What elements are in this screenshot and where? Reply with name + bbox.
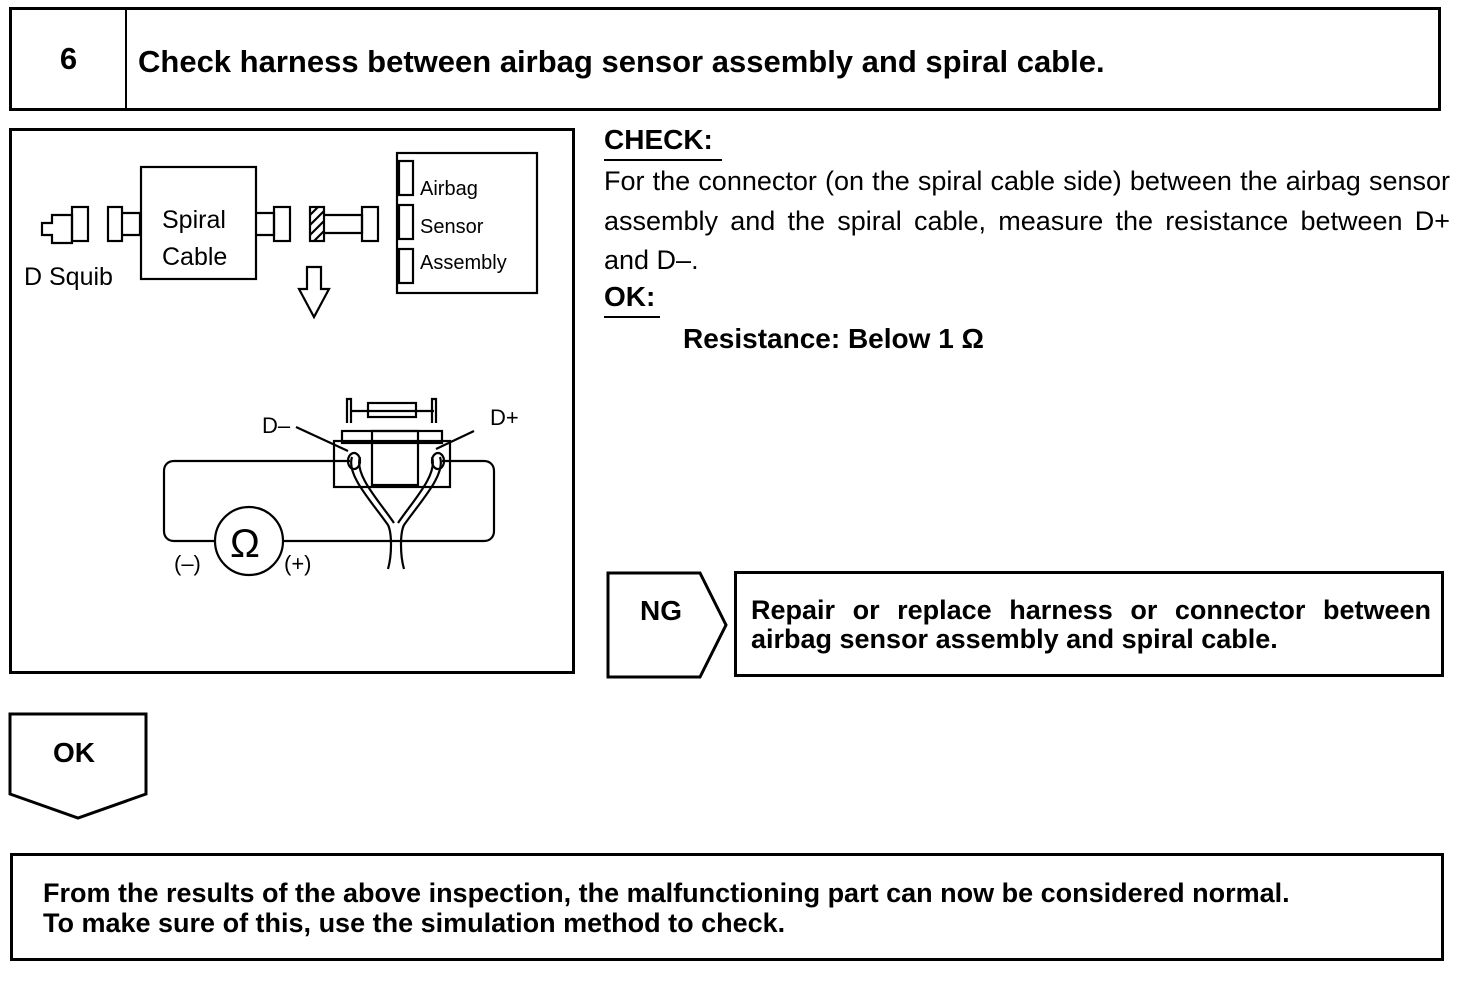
ohm-symbol: Ω <box>230 522 260 566</box>
airbag-sensor-assembly-box <box>395 151 539 295</box>
down-arrow-icon <box>297 265 331 320</box>
resistance-spec: Resistance: Below 1 Ω <box>683 322 984 354</box>
probe-negative-label: (–) <box>174 551 201 576</box>
check-section: CHECK: For the connector (on the spiral … <box>604 124 1450 355</box>
assembly-label: Assembly <box>420 252 507 274</box>
step-number: 6 <box>12 10 127 108</box>
ok-heading: OK: <box>604 281 661 318</box>
connector-diagram: Spiral Cable D Squib Airbag Sensor Assem… <box>9 128 575 674</box>
ok-arrow-shape <box>8 712 148 820</box>
check-instructions: For the connector (on the spiral cable s… <box>604 166 1450 275</box>
step-header: 6 Check harness between airbag sensor as… <box>9 7 1441 111</box>
ohmmeter-icon <box>213 505 285 577</box>
ng-label: NG <box>640 595 682 626</box>
d-minus-label: D– <box>262 413 291 438</box>
spiral-cable-box <box>139 165 258 281</box>
ng-arrow-shape <box>606 571 728 679</box>
check-heading: CHECK: <box>604 124 722 161</box>
d-plus-label: D+ <box>490 405 519 430</box>
step-title: Check harness between airbag sensor asse… <box>138 44 1105 79</box>
d-squib-label: D Squib <box>24 263 113 291</box>
squib-connector-icon <box>40 213 74 245</box>
result-line-2: To make sure of this, use the simulation… <box>43 908 786 938</box>
ng-action-text: Repair or replace harness or connector b… <box>751 595 1431 654</box>
wiring-diagram-illustration: Spiral Cable D Squib Airbag Sensor Assem… <box>24 151 539 577</box>
ng-action-box: Repair or replace harness or connector b… <box>734 571 1444 677</box>
result-box: From the results of the above inspection… <box>10 853 1444 961</box>
sensor-label: Sensor <box>420 216 484 238</box>
spiral-label-2: Cable <box>162 243 227 271</box>
result-text: From the results of the above inspection… <box>43 878 1290 938</box>
spiral-label-1: Spiral <box>162 206 226 234</box>
probe-positive-label: (+) <box>284 551 312 576</box>
ok-label: OK <box>53 737 95 768</box>
airbag-label: Airbag <box>420 178 478 200</box>
result-line-1: From the results of the above inspection… <box>43 878 1290 908</box>
